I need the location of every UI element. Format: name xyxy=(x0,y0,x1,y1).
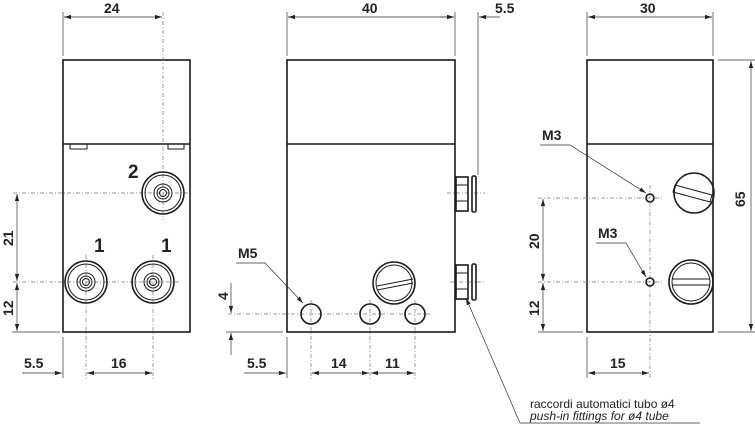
dim-front-16: 16 xyxy=(111,355,127,371)
dim-rear-15: 15 xyxy=(610,355,626,371)
dim-front-5.5: 5.5 xyxy=(24,355,44,371)
rear-view: M3 M3 30 65 20 12 15 xyxy=(526,0,755,380)
side-view: M5 40 5.5 4 5.5 14 11 xyxy=(215,0,700,424)
dim-side-width: 40 xyxy=(362,0,378,16)
note-italian: raccordi automatici tubo ø4 xyxy=(530,397,675,411)
m3-hole-lower xyxy=(645,277,655,287)
dim-side-5.5: 5.5 xyxy=(495,0,515,16)
dim-front-12: 12 xyxy=(0,300,16,316)
adjust-screw-upper xyxy=(672,172,715,214)
fitting-leader xyxy=(465,297,700,424)
port-label-2: 2 xyxy=(128,162,139,183)
adjust-screw-lower xyxy=(668,259,714,305)
hole xyxy=(359,303,381,325)
m3-hole-upper xyxy=(645,193,655,203)
push-in-fitting-lower xyxy=(455,263,477,301)
port-label-1b: 1 xyxy=(161,236,172,257)
thread-label-m5: M5 xyxy=(238,245,258,261)
dim-side-4: 4 xyxy=(215,292,231,300)
push-in-fitting-upper xyxy=(455,175,477,213)
m5-hole xyxy=(300,303,322,325)
dim-side-5.5b: 5.5 xyxy=(247,355,267,371)
thread-label-m3-lower: M3 xyxy=(598,225,618,241)
valve-body-side xyxy=(286,59,456,333)
dim-front-21: 21 xyxy=(0,230,16,246)
dim-rear-20: 20 xyxy=(526,233,542,249)
dim-side-14: 14 xyxy=(331,355,347,371)
tab xyxy=(167,143,185,150)
dim-side-11: 11 xyxy=(385,355,400,371)
port-label-1a: 1 xyxy=(94,236,105,257)
port-2 xyxy=(141,171,185,215)
port-1b xyxy=(131,260,175,304)
port-1a xyxy=(64,260,108,304)
tab xyxy=(69,143,88,150)
note-english: push-in fittings for ø4 tube xyxy=(529,409,669,423)
dim-rear-12: 12 xyxy=(526,300,542,316)
valve-body-front xyxy=(62,59,191,333)
adjust-knob-side xyxy=(372,261,416,305)
hole xyxy=(404,303,426,325)
thread-label-m3-upper: M3 xyxy=(542,127,562,143)
dim-rear-height: 65 xyxy=(732,191,748,207)
front-view: 2 1 1 24 21 12 5.5 16 xyxy=(0,0,191,380)
dim-front-width: 24 xyxy=(104,0,120,16)
dim-rear-width: 30 xyxy=(640,0,656,16)
